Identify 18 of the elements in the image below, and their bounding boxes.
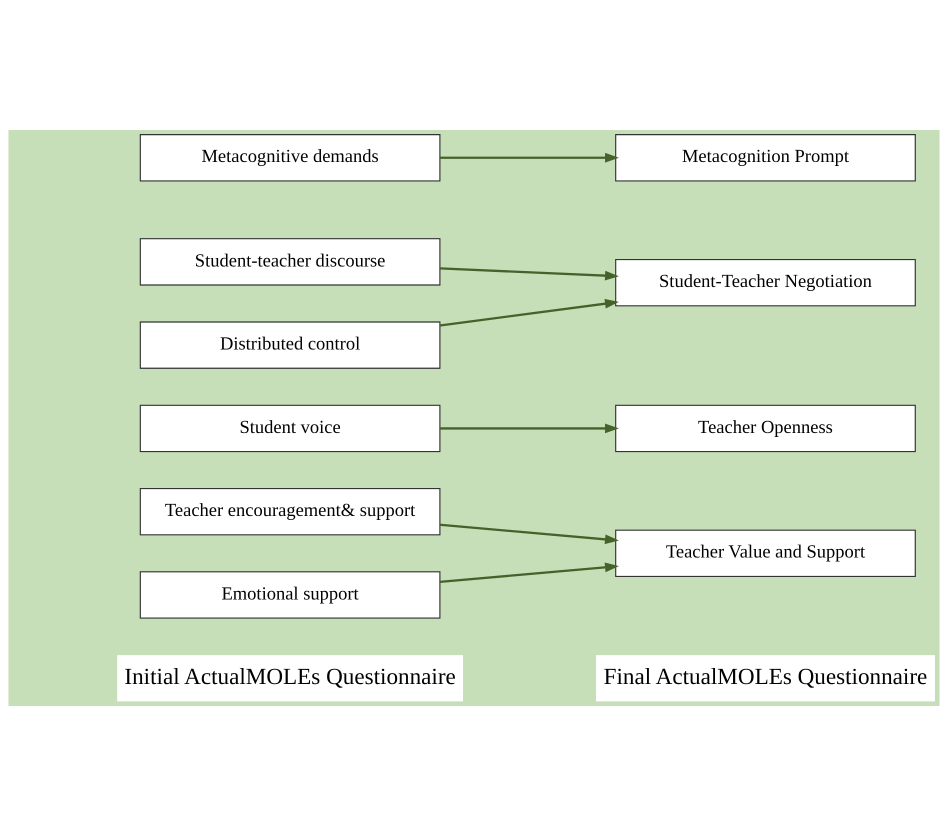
node-box: Teacher encouragement& support bbox=[140, 487, 440, 535]
arrow bbox=[440, 298, 619, 326]
label: Initial ActualMOLEs Questionnaire bbox=[124, 664, 456, 690]
node-box: Student voice bbox=[140, 404, 440, 452]
arrow bbox=[440, 152, 619, 162]
arrow bbox=[440, 562, 619, 583]
node-box: Distributed control bbox=[140, 320, 440, 368]
node-box: Metacognition Prompt bbox=[615, 134, 916, 181]
node-box: Teacher Value and Support bbox=[615, 529, 916, 577]
arrow bbox=[440, 423, 619, 433]
arrow bbox=[440, 266, 619, 280]
arrow bbox=[440, 523, 619, 544]
node-box: Emotional support bbox=[140, 570, 440, 618]
label: Final ActualMOLEs Questionnaire bbox=[604, 664, 928, 690]
node-box: Student-Teacher Negotiation bbox=[615, 258, 916, 306]
node-box: Metacognitive demands bbox=[140, 134, 440, 181]
node-box: Teacher Openness bbox=[615, 404, 916, 452]
node-box: Student-teacher discourse bbox=[140, 238, 440, 286]
